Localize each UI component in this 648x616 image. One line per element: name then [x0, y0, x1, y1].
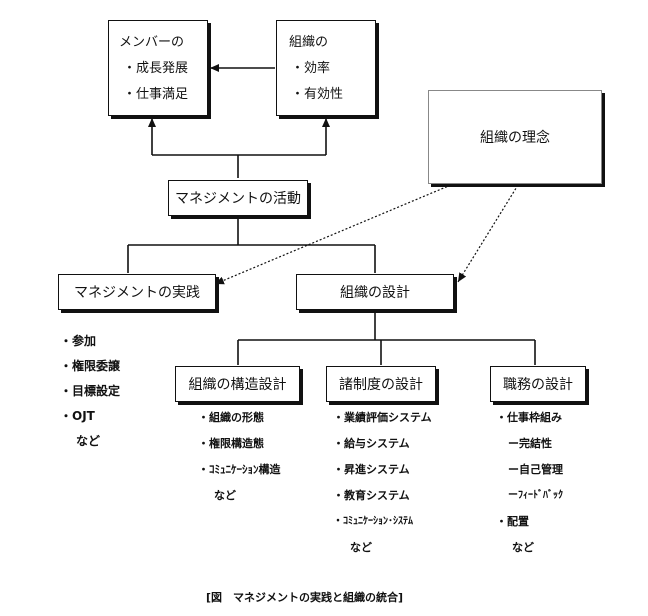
management-activity-label: マネジメントの活動: [175, 191, 301, 207]
structure-design-label: 組織の構造設計: [188, 377, 287, 393]
list-item: ・OJT: [60, 409, 95, 423]
figure-caption: [図 マネジメントの実践と組織の統合]: [206, 591, 404, 604]
list-item: ・目標設定: [60, 384, 121, 398]
list-item: ・組織の形態: [198, 411, 264, 424]
member-box-item-growth: ・成長発展: [123, 61, 189, 76]
org-box-title: 組織の: [289, 35, 329, 50]
management-practice-box: マネジメントの実践: [58, 274, 216, 310]
list-item: ・教育システム: [333, 489, 410, 502]
list-item: ・ｺﾐｭﾆｹｰｼｮﾝ構造: [198, 463, 281, 476]
list-item: ー完結性: [508, 437, 552, 450]
philosophy-label: 組織の理念: [480, 130, 550, 146]
member-box-item-satisfaction: ・仕事満足: [123, 87, 189, 102]
list-item: ・権限構造態: [198, 437, 264, 450]
system-design-box: 諸制度の設計: [326, 366, 436, 402]
list-item: ・給与システム: [333, 437, 410, 450]
list-item: ・参加: [60, 334, 97, 348]
org-goals-box: 組織の ・効率 ・有効性: [276, 20, 376, 116]
job-design-label: 職務の設計: [503, 377, 573, 393]
list-item: ・昇進システム: [333, 463, 410, 476]
list-item: など: [214, 489, 236, 502]
member-goals-box: メンバーの ・成長発展 ・仕事満足: [108, 20, 208, 116]
org-box-item-efficiency: ・効率: [291, 61, 331, 76]
org-box-item-effectiveness: ・有効性: [291, 87, 344, 102]
list-item: ーﾌｨｰﾄﾞﾊﾞｯｸ: [508, 490, 563, 501]
list-item: ・権限委譲: [60, 359, 121, 373]
philosophy-box: 組織の理念: [428, 90, 602, 184]
org-design-box: 組織の設計: [296, 274, 454, 310]
management-practice-label: マネジメントの実践: [74, 285, 200, 301]
structure-design-box: 組織の構造設計: [175, 366, 300, 402]
system-design-label: 諸制度の設計: [339, 377, 423, 393]
list-item: など: [76, 434, 101, 448]
list-item: ・配置: [496, 515, 529, 528]
list-item: ・業績評価システム: [333, 411, 432, 424]
org-design-label: 組織の設計: [340, 285, 410, 301]
list-item: ・仕事枠組み: [496, 411, 562, 424]
member-box-title: メンバーの: [119, 35, 185, 50]
management-activity-box: マネジメントの活動: [168, 180, 308, 216]
job-design-box: 職務の設計: [490, 366, 586, 402]
list-item: ・ｺﾐｭﾆｹｰｼｮﾝ･ｼｽﾃﾑ: [333, 516, 413, 527]
dotted-arrow-to-design: [457, 184, 519, 283]
list-item: など: [350, 541, 372, 554]
list-item: など: [512, 541, 534, 554]
list-item: ー自己管理: [508, 463, 563, 476]
